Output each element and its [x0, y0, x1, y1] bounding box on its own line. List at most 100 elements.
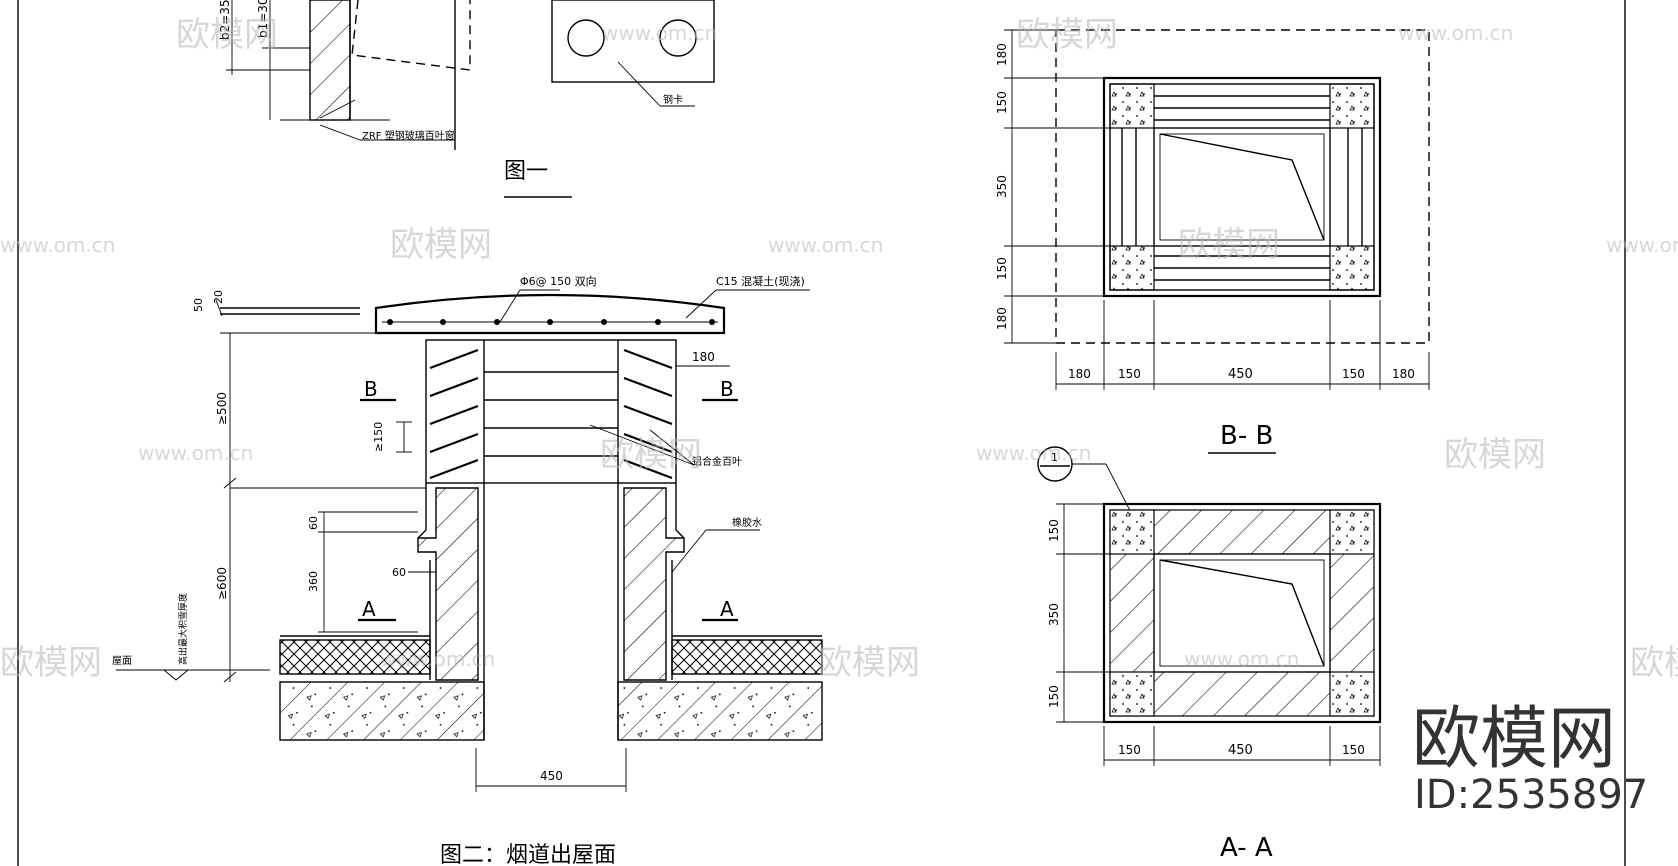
- watermark-url: www.om.cn: [380, 647, 495, 671]
- aa-vdim-2: 350: [1047, 603, 1061, 626]
- bb-corner-br: [1329, 245, 1375, 291]
- fig2-louver-note: 铝合金百叶: [692, 455, 742, 468]
- bb-corner-tr: [1329, 83, 1375, 129]
- bb-hdim-1: 180: [1068, 367, 1091, 381]
- bb-vdim-5: 180: [995, 307, 1009, 330]
- fig2-dim-50: 50: [192, 298, 205, 312]
- aa-flue-break: [1159, 559, 1325, 667]
- watermark-brand: 欧模网: [390, 225, 492, 265]
- fig2-dim-ge150: ≥150: [372, 422, 385, 452]
- fig2-louver-slats-left: [429, 348, 479, 480]
- bb-dashed-outline: [1055, 29, 1430, 344]
- fig2-insulation-left: [279, 639, 431, 675]
- fig1-b2-label: b2=350: [218, 0, 232, 40]
- aa-outer: [1102, 502, 1382, 724]
- figure2: Φ6@ 150 双向 C15 混凝土(现浇) 50 20: [112, 274, 823, 866]
- watermark-brand: 欧模网: [818, 643, 920, 683]
- fig2-dim-360: 360: [307, 571, 320, 592]
- fig2-section-a-right: A: [720, 597, 734, 621]
- fig2-slab-left: [279, 681, 485, 741]
- fig2-louver-box: [425, 339, 677, 484]
- bb-hdim-5: 180: [1392, 367, 1415, 381]
- fig2-concrete-note: C15 混凝土(现浇): [716, 274, 805, 288]
- watermarks: 欧模网 欧模网 欧模网 欧模网 欧模网 欧模网 欧模网 欧模网 欧模网 www.…: [0, 15, 1678, 818]
- watermark-url: www.om.cn: [138, 441, 253, 465]
- fig1-hole-right: [659, 19, 697, 57]
- aa-flue: [1153, 553, 1331, 673]
- fig2-rebar-dots: [387, 319, 715, 325]
- fig2-section-a-left: A: [362, 597, 376, 621]
- fig2-dim-450: 450: [540, 769, 563, 783]
- aa-vdim-3: 150: [1047, 685, 1061, 708]
- watermark-url: www.om.cn: [976, 441, 1091, 465]
- fig2-roof-note: 屋面: [112, 655, 132, 667]
- watermark-url: www.om.cn: [0, 233, 115, 257]
- frame: [17, 0, 1626, 866]
- fig2-cap-slab: [374, 293, 726, 335]
- aa-hdim-3: 150: [1342, 743, 1365, 757]
- fig1-clamp-label: 钢卡: [663, 93, 683, 106]
- watermark-url: www.om.cn: [1606, 233, 1678, 257]
- watermark-brand: 欧模网: [176, 15, 278, 55]
- bb-corner-tl: [1109, 83, 1155, 129]
- watermark-brand: 欧模网: [600, 435, 702, 475]
- fig1-clamp-box: [551, 0, 715, 83]
- watermark-url: www.om.cn: [1398, 21, 1513, 45]
- fig1-b1-label: b1=30: [256, 0, 270, 38]
- fig2-wall-right: [623, 487, 685, 681]
- fig2-slab-right: [617, 681, 823, 741]
- fig2-title: 图二：烟道出屋面: [440, 843, 616, 866]
- bb-vdim-4: 150: [995, 257, 1009, 280]
- model-id: ID:2535897: [1414, 772, 1648, 818]
- fig2-dim-20: 20: [212, 290, 225, 304]
- aa-hdim-1: 150: [1118, 743, 1141, 757]
- bb-corner-bl: [1109, 245, 1155, 291]
- watermark-url: www.om.cn: [1184, 647, 1299, 671]
- watermark-brand: 欧模网: [1630, 643, 1678, 683]
- watermark-brand: 欧模网: [1444, 435, 1546, 475]
- fig2-louver-horizontal: [484, 371, 618, 457]
- fig1-title: 图一: [504, 159, 548, 184]
- fig2-dim-ge600: ≥600: [215, 567, 229, 600]
- watermark-url: www.om.cn: [768, 233, 883, 257]
- fig2-section-b-left: B: [364, 377, 378, 401]
- fig2-waterproof-note: 橡胶水: [732, 516, 762, 529]
- bb-outer: [1102, 76, 1382, 298]
- bb-vdim-3: 350: [995, 175, 1009, 198]
- fig1-hole-left: [567, 19, 605, 57]
- fig2-section-b-right: B: [720, 377, 734, 401]
- fig1-zrf-label: ZRF 塑钢玻璃百叶窗: [362, 129, 455, 142]
- fig2-rebar-note: Φ6@ 150 双向: [520, 274, 597, 288]
- brand-logo-text: 欧模网: [1412, 700, 1616, 779]
- bb-inner: [1109, 83, 1375, 291]
- fig2-dim-60-side: 60: [392, 566, 406, 579]
- fig2-dim-60-top: 60: [307, 516, 320, 530]
- bb-title: B- B: [1220, 421, 1273, 451]
- watermark-brand: 欧模网: [1016, 15, 1118, 55]
- fig2-insulation-right: [671, 639, 823, 675]
- bb-hdim-2: 150: [1118, 367, 1141, 381]
- fig2-dim-180: 180: [692, 350, 715, 364]
- watermark-brand: 欧模网: [1178, 225, 1280, 265]
- section-bb: 180 150 350 150 180 180 150 450 150 180 …: [995, 29, 1430, 454]
- aa-vdim-1: 150: [1047, 519, 1061, 542]
- aa-callout-number: 1: [1051, 451, 1058, 464]
- watermark-brand: 欧模网: [0, 643, 102, 683]
- aa-hdim-2: 450: [1228, 743, 1253, 758]
- fig2-wall-left: [417, 487, 479, 681]
- fig2-louver-slats-right: [623, 348, 673, 480]
- bb-flue: [1153, 127, 1331, 247]
- bb-hdim-3: 450: [1228, 367, 1253, 382]
- section-aa: 1 150 350 150: [1037, 446, 1382, 863]
- bb-flue-break: [1159, 133, 1325, 241]
- bb-vdim-1: 180: [995, 43, 1009, 66]
- bb-hdim-4: 150: [1342, 367, 1365, 381]
- bb-louver-lines: [1121, 95, 1363, 281]
- fig2-height-note: 高出最大积雪厚度: [177, 593, 189, 665]
- watermark-url: www.om.cn: [602, 21, 717, 45]
- aa-title: A- A: [1220, 833, 1273, 863]
- fig2-dim-ge500: ≥500: [215, 392, 229, 425]
- fig1-wall: [309, 0, 351, 121]
- figure1: b2=350 b1=30 ZRF 塑钢玻璃百叶窗 钢卡 图一: [218, 0, 715, 198]
